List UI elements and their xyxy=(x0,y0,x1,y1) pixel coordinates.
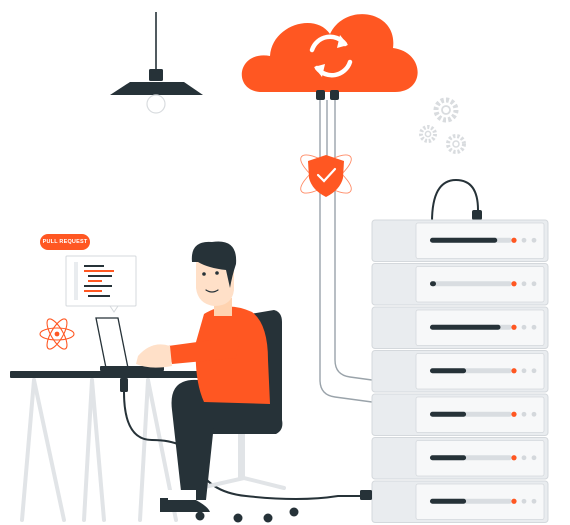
status-led xyxy=(521,237,527,243)
status-led xyxy=(521,324,527,330)
status-led xyxy=(521,281,527,287)
laptop-icon xyxy=(95,317,164,371)
atom-icon xyxy=(39,318,75,350)
status-led xyxy=(521,411,527,417)
server-unit xyxy=(371,480,549,523)
server-unit xyxy=(371,437,549,480)
server-load-bar xyxy=(430,281,436,287)
status-led xyxy=(511,281,517,287)
server-unit xyxy=(371,393,549,436)
status-led xyxy=(531,455,537,461)
cloud-sync-icon xyxy=(241,14,418,93)
developer-person xyxy=(136,241,270,512)
status-led xyxy=(531,498,537,504)
status-led xyxy=(521,368,527,374)
status-led xyxy=(511,237,517,243)
server-cable-loop xyxy=(431,178,479,223)
cloud-connectors xyxy=(316,90,339,100)
server-rack xyxy=(371,219,549,523)
status-led xyxy=(531,324,537,330)
status-led xyxy=(511,455,517,461)
code-window xyxy=(65,255,137,313)
server-load-bar xyxy=(430,455,467,461)
status-led xyxy=(511,498,517,504)
desk xyxy=(10,371,230,522)
status-led xyxy=(521,455,527,461)
status-led xyxy=(531,237,537,243)
shield-check-icon xyxy=(300,154,352,197)
server-unit xyxy=(371,263,549,306)
status-led xyxy=(511,411,517,417)
server-unit xyxy=(371,219,549,262)
server-load-bar xyxy=(430,237,498,243)
status-led xyxy=(511,368,517,374)
server-load-bar xyxy=(430,368,467,374)
status-led xyxy=(521,498,527,504)
status-led xyxy=(511,324,517,330)
server-load-bar xyxy=(430,411,467,417)
cloud-cables xyxy=(319,100,373,403)
server-load-bar xyxy=(430,324,501,330)
pendant-lamp-icon xyxy=(110,12,203,114)
server-unit xyxy=(371,350,549,393)
status-led xyxy=(531,411,537,417)
gear-icon xyxy=(419,97,466,154)
server-load-bar xyxy=(430,498,467,504)
status-led xyxy=(531,368,537,374)
server-unit xyxy=(371,306,549,349)
server-load-track xyxy=(430,281,512,287)
status-led xyxy=(531,281,537,287)
pull-request-badge xyxy=(40,234,90,250)
